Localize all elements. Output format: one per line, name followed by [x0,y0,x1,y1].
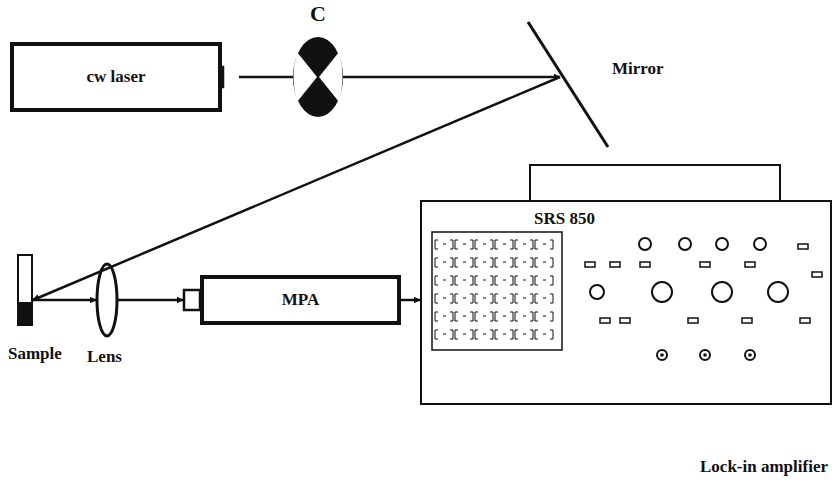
mpa-nozzle [184,290,200,310]
instrument-label: Lock-in amplifier [700,458,828,477]
mirror: Mirror [520,20,700,150]
lock-in-instrument [432,165,822,360]
node-label: Lens [87,348,122,367]
laser-beam [239,76,293,79]
node-label: MPA [204,291,397,310]
node-label: Mirror [612,60,664,79]
laser-beam [401,299,420,302]
laser-beam [343,76,560,79]
laser-box: cw laser [10,42,222,112]
node-label: cw laser [14,68,218,87]
laser-beam [118,299,183,302]
node-label: C [293,2,343,26]
sample-cuvette [18,255,32,325]
node-label: SRS 850 [532,210,597,229]
lens-symbol [97,264,117,336]
sample: Sample [8,250,72,370]
chopper: C [293,2,343,120]
lens: Lens [85,262,129,372]
laser-beam [33,299,96,302]
node-label: Sample [8,345,62,364]
chopper-symbol [293,37,343,117]
mpa-box: MPA [200,275,401,325]
lock-in-amplifier: SRS 850Lock-in amplifier [420,200,832,405]
